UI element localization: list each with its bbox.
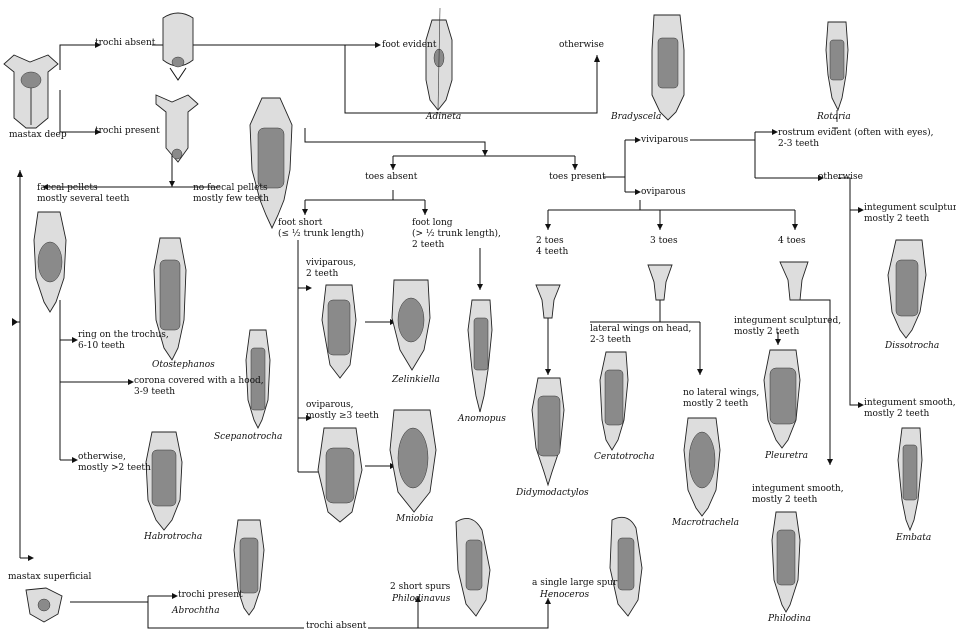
otherwise-teeth-label: otherwise,mostly >2 teeth	[78, 452, 151, 474]
integument-smooth-mid-label: integument smooth,mostly 2 teeth	[752, 484, 844, 506]
toes-present-label: toes present	[549, 172, 606, 183]
pleuretra-illustration	[764, 350, 800, 448]
trochi-absent-bottom-label: trochi absent	[304, 621, 368, 632]
taxon-rotaria: Rotaria	[817, 112, 851, 123]
macrotrachela-illustration	[684, 418, 720, 516]
rostrum-evident-label: rostrum evident (often with eyes),2-3 te…	[778, 128, 934, 150]
taxon-dissotrocha: Dissotrocha	[885, 341, 939, 352]
two-short-spurs-label: 2 short spurs	[390, 582, 450, 593]
taxon-mniobia: Mniobia	[396, 514, 433, 525]
otherwise-top-label: otherwise	[559, 40, 604, 51]
foot-long-label: foot long(> ½ trunk length),2 teeth	[412, 218, 501, 251]
corona-hood-label: corona covered with a hood,3-9 teeth	[134, 376, 264, 398]
mastax-deep-illustration	[4, 55, 58, 128]
central-rotifer-illustration	[250, 98, 292, 228]
dissotrocha-illustration	[888, 240, 926, 338]
oviparous-3-teeth-label: oviparous,mostly ≥3 teeth	[306, 400, 379, 422]
taxon-philodina: Philodina	[768, 614, 811, 625]
foot-evident-label: foot evident	[382, 40, 436, 51]
trochi-absent-illustration	[163, 13, 193, 80]
viviparous-top-label: viviparous	[641, 135, 688, 146]
four-toes-label: 4 toes	[778, 236, 806, 247]
mastax-deep-label: mastax deep	[9, 130, 67, 141]
integument-sculptured-mid-label: integument sculptured,mostly 2 teeth	[734, 316, 841, 338]
three-toes-foot-illustration	[648, 265, 672, 300]
taxon-scepanotrocha: Scepanotrocha	[214, 432, 282, 443]
henoceros-illustration	[610, 517, 642, 616]
taxon-zelinkiella: Zelinkiella	[392, 375, 440, 386]
rotaria-illustration	[826, 22, 848, 122]
three-toes-label: 3 toes	[650, 236, 678, 247]
taxon-macrotrachela: Macrotrachela	[672, 518, 739, 529]
adineta-illustration	[426, 8, 452, 110]
philodina-illustration	[772, 512, 800, 612]
faecal-pellets-illustration	[34, 212, 66, 312]
trochi-present-top-label: trochi present	[95, 126, 160, 137]
single-large-spur-label: a single large spur	[532, 578, 617, 589]
mastax-superficial-illustration	[26, 588, 62, 622]
ring-trochus-label: ring on the trochus,6-10 teeth	[78, 330, 169, 352]
taxon-embata: Embata	[896, 533, 931, 544]
toes-absent-label: toes absent	[365, 172, 417, 183]
taxon-ceratotrocha: Ceratotrocha	[594, 452, 654, 463]
taxon-didymodactylos: Didymodactylos	[516, 488, 589, 499]
ceratotrocha-illustration	[600, 352, 628, 450]
didymodactylos-illustration	[532, 378, 564, 485]
taxon-anomopus: Anomopus	[458, 414, 506, 425]
embata-illustration	[898, 428, 922, 530]
taxon-bradyscela: Bradyscela	[611, 112, 661, 123]
four-toes-foot-illustration	[780, 262, 808, 300]
habrotrocha-illustration	[146, 432, 182, 530]
taxon-philodinavus: Philodinavus	[392, 594, 450, 605]
foot-short-label: foot short(≤ ½ trunk length)	[278, 218, 364, 240]
anomopus-illustration	[468, 300, 492, 412]
otherwise-rostrum-label: otherwise	[818, 172, 863, 183]
mniobia-illustration	[390, 410, 436, 512]
trochi-absent-top-label: trochi absent	[95, 38, 155, 49]
trochi-present-bottom-label: trochi present	[178, 590, 243, 601]
taxon-henoceros: Henoceros	[540, 590, 589, 601]
two-toes-foot-illustration	[536, 285, 560, 318]
integument-smooth-right-label: integument smooth,mostly 2 teeth	[864, 398, 956, 420]
bradyscela-illustration	[652, 15, 684, 120]
no-lateral-wings-label: no lateral wings,mostly 2 teeth	[683, 388, 759, 410]
oviparous-top-label: oviparous	[641, 187, 686, 198]
oviparous-3-teeth-illustration	[318, 428, 362, 522]
taxon-otostephanos: Otostephanos	[152, 360, 215, 371]
lateral-wings-label: lateral wings on head,2-3 teeth	[590, 324, 691, 346]
zelinkiella-illustration	[392, 280, 430, 370]
taxon-pleuretra: Pleuretra	[765, 451, 808, 462]
viviparous-2-teeth-illustration	[322, 285, 356, 378]
taxon-adineta: Adineta	[426, 112, 461, 123]
philodinavus-illustration	[456, 518, 490, 616]
integument-sculptured-right-label: integument sculptured,mostly 2 teeth	[864, 203, 956, 225]
trochi-present-illustration	[156, 95, 198, 162]
taxon-habrotrocha: Habrotrocha	[144, 532, 202, 543]
taxon-abrochtha: Abrochtha	[172, 606, 220, 617]
viviparous-2-teeth-label: viviparous,2 teeth	[306, 258, 356, 280]
mastax-superficial-label: mastax superficial	[8, 572, 91, 583]
